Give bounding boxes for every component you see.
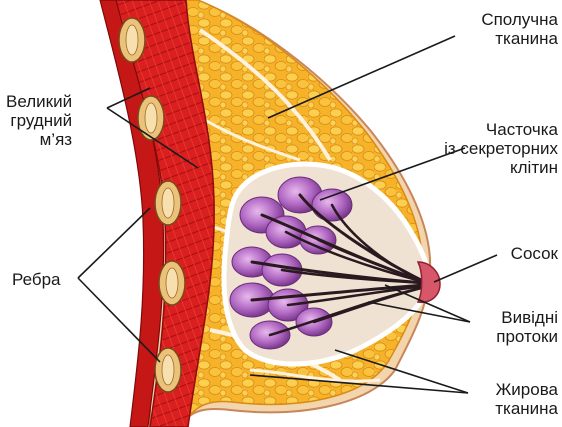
- rib: [145, 103, 157, 133]
- label-line: протоки: [496, 327, 558, 346]
- label-line: Сполучна: [481, 10, 558, 29]
- label-fat-tissue: Жирова тканина: [495, 380, 558, 418]
- label-lobule: Часточка із секреторних клітин: [444, 120, 558, 177]
- nipple: [418, 262, 440, 302]
- label-line: тканина: [481, 29, 558, 48]
- rib: [166, 268, 178, 298]
- label-ribs: Ребра: [12, 270, 61, 289]
- rib: [126, 25, 138, 55]
- label-line: м’яз: [6, 130, 72, 149]
- label-line: із секреторних: [444, 139, 558, 158]
- rib: [162, 188, 174, 218]
- label-ducts: Вивідні протоки: [496, 308, 558, 346]
- label-line: Часточка: [444, 120, 558, 139]
- label-line: Ребра: [12, 270, 61, 289]
- label-connective-tissue: Сполучна тканина: [481, 10, 558, 48]
- label-line: Великий: [6, 92, 72, 111]
- label-line: Вивідні: [496, 308, 558, 327]
- label-line: Сосок: [511, 244, 558, 263]
- label-nipple: Сосок: [511, 244, 558, 263]
- label-line: тканина: [495, 399, 558, 418]
- label-line: Жирова: [495, 380, 558, 399]
- label-line: клітин: [444, 158, 558, 177]
- rib: [162, 355, 174, 385]
- label-pectoral-muscle: Великий грудний м’яз: [6, 92, 72, 149]
- label-line: грудний: [6, 111, 72, 130]
